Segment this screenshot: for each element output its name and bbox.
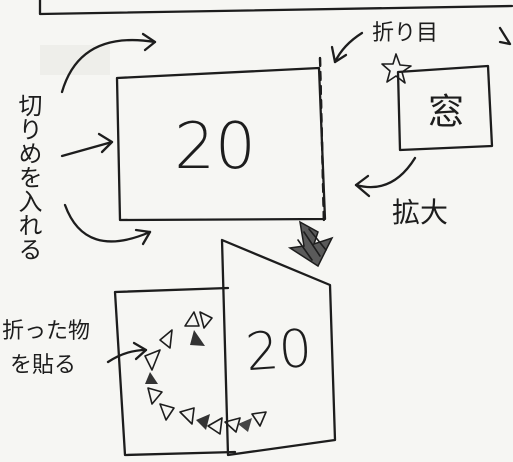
top-partial-box: [38, 0, 513, 16]
popup-number: 20: [244, 319, 314, 383]
enlarge-arrowhead: [354, 174, 371, 198]
paste-instruction-line1: 折った物: [2, 319, 90, 344]
cut-arrow-top-head: [141, 32, 157, 52]
dashed-fold-edge: [318, 56, 326, 227]
cut-instruction: 切りめを入れる: [14, 93, 42, 261]
paste-arrow: [106, 348, 148, 364]
paste-arrowhead: [132, 341, 148, 361]
folded-triangles: [144, 311, 267, 435]
corner-arrow-icon: [498, 26, 512, 46]
main-number: 20: [174, 110, 255, 184]
base-card: [113, 286, 237, 457]
window-kanji: 窓: [428, 92, 464, 133]
cut-arrow-top: [60, 38, 157, 94]
down-arrow-icon: [287, 220, 334, 268]
paper-blotch: [40, 45, 110, 75]
enlarge-label: 拡大: [392, 196, 448, 229]
cut-arrow-bottom-head: [134, 228, 152, 246]
star-icon: [381, 53, 412, 84]
enlarge-arrow: [354, 156, 417, 189]
paste-instruction-line2: を貼る: [10, 353, 76, 378]
fold-arrowhead: [330, 45, 348, 64]
cut-instruction-text: 切りめを入れる: [14, 93, 42, 261]
cut-arrow-mid-head: [97, 132, 114, 154]
small-card: [396, 64, 494, 152]
cut-arrow-bottom: [63, 203, 152, 243]
fold-line-label: 折り目: [372, 21, 438, 46]
popup-panel: [220, 238, 337, 457]
cut-arrow-mid: [60, 140, 114, 158]
fold-arrow: [333, 31, 364, 64]
